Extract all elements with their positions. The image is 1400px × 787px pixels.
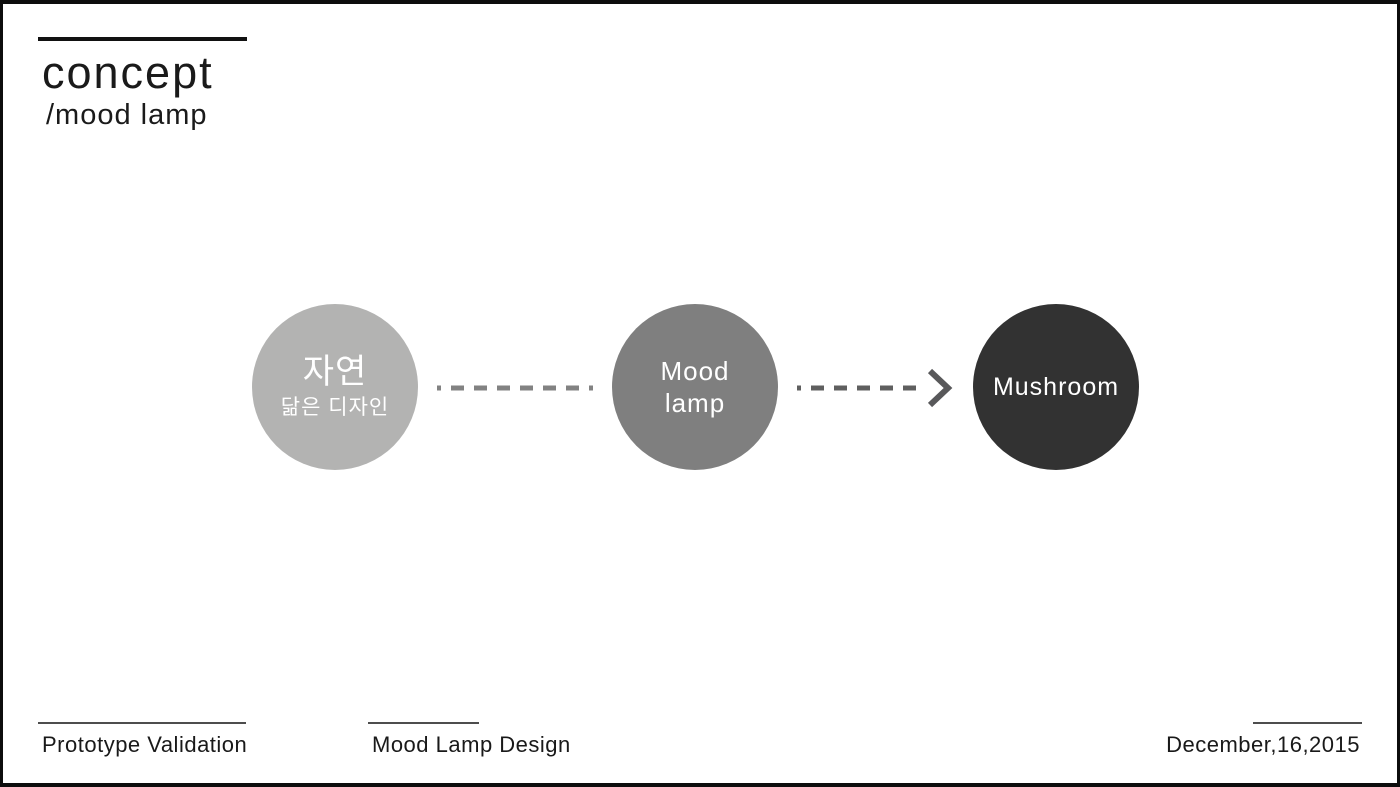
footer-date: December,16,2015 <box>1166 732 1360 757</box>
page-subtitle: /mood lamp <box>46 99 208 131</box>
node-sublabel: 닮은 디자인 <box>280 396 390 420</box>
footer-caption-left: Prototype Validation <box>42 732 248 757</box>
node-label: Mood <box>660 355 730 386</box>
footer-rule-left <box>38 722 246 724</box>
node-nature-design: 자연 닮은 디자인 <box>252 304 418 470</box>
node-sublabel: lamp <box>664 388 726 418</box>
node-mood-lamp: Mood lamp <box>612 304 778 470</box>
footer-rule-middle <box>368 722 479 724</box>
arrowhead-icon <box>927 368 953 408</box>
node-label: Mushroom <box>992 373 1120 401</box>
title-rule <box>38 37 247 41</box>
footer-caption-middle: Mood Lamp Design <box>372 732 571 757</box>
page-title: concept <box>42 47 214 98</box>
connector-arrow-2 <box>797 368 953 408</box>
node-mushroom: Mushroom <box>973 304 1139 470</box>
footer-rule-right <box>1253 722 1362 724</box>
node-label: 자연 <box>302 353 368 392</box>
